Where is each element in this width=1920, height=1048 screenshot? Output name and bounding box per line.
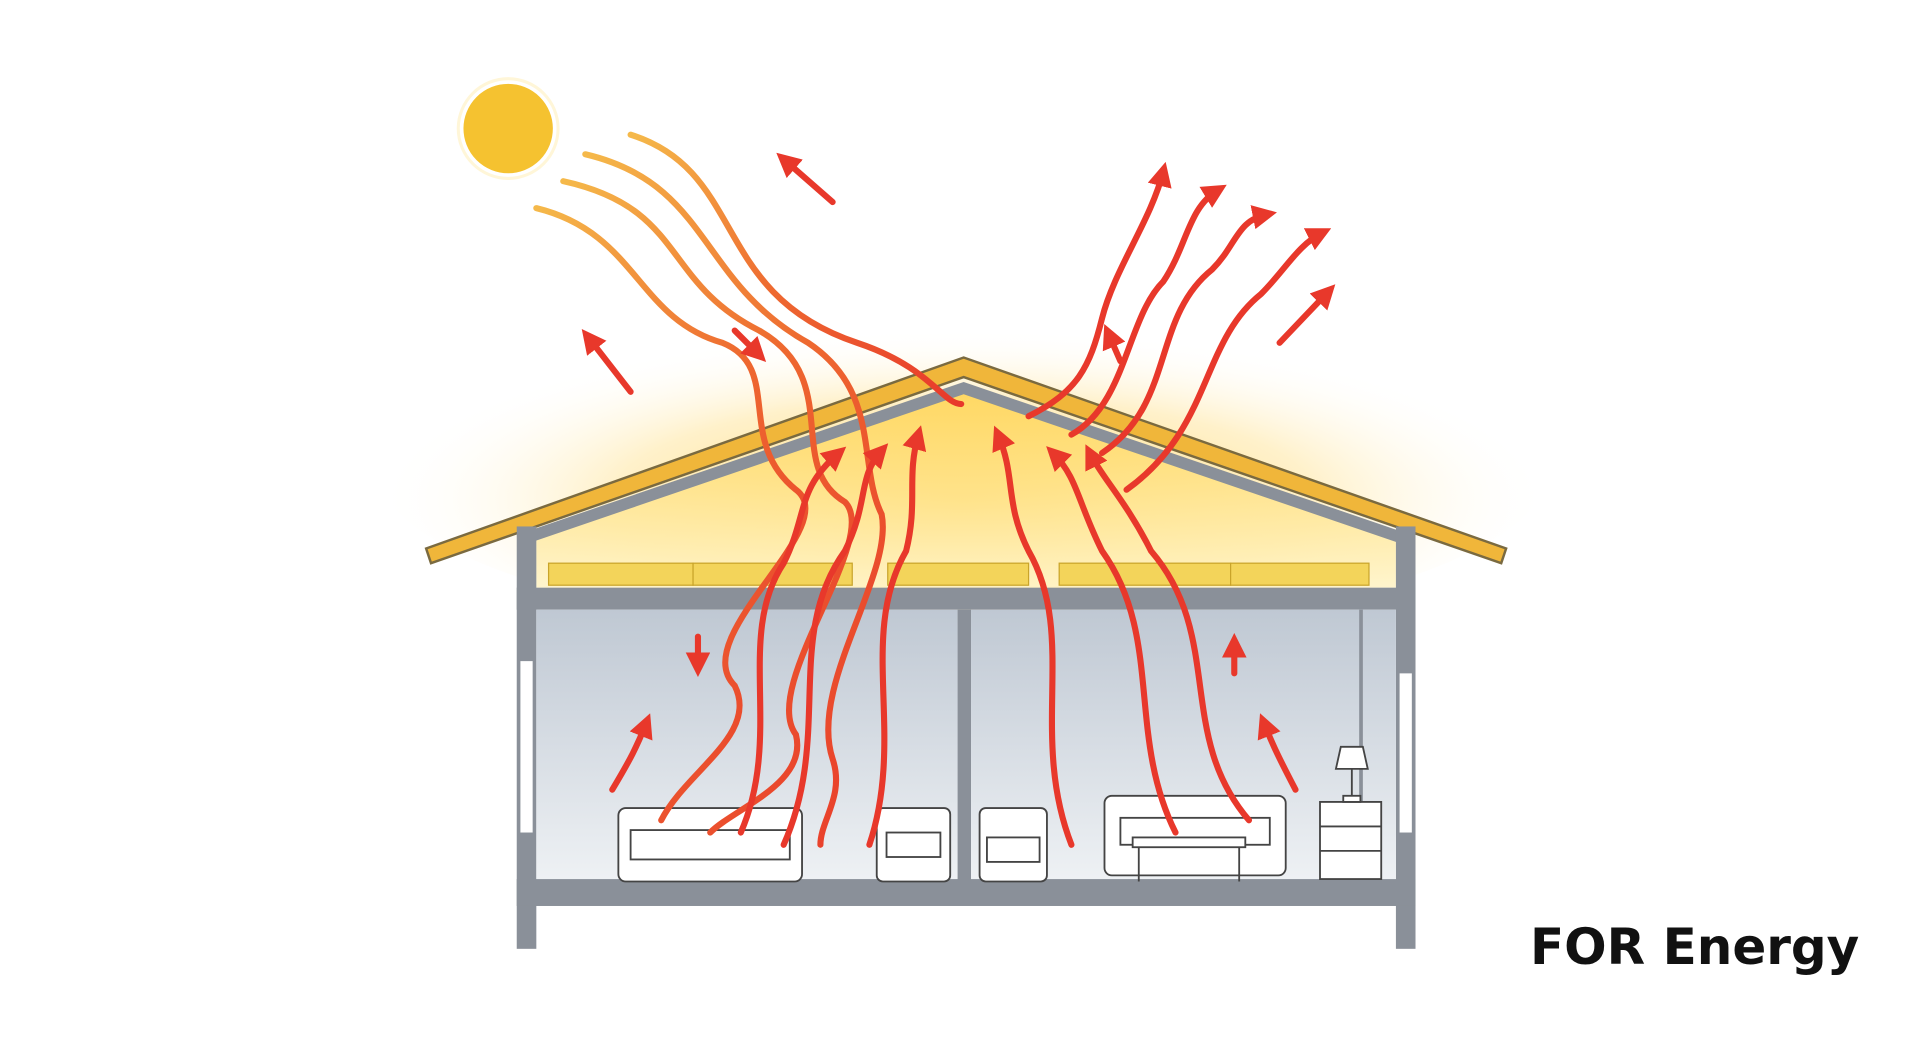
table-icon [1131,836,1247,882]
sofa-icon [1103,794,1287,877]
armchair-icon [978,807,1048,883]
sofa-icon [617,807,803,883]
sun-icon [456,77,560,180]
armchair-icon [875,807,952,883]
attic-insulation [547,562,1370,586]
brand-logo: FOR Energy [1530,918,1860,976]
roof [424,356,1508,565]
lamp-icon [1334,745,1369,803]
solar-rays [533,131,965,848]
dresser-icon [1319,800,1383,880]
attic-space [536,389,1396,588]
heat-arrows [581,152,1336,848]
